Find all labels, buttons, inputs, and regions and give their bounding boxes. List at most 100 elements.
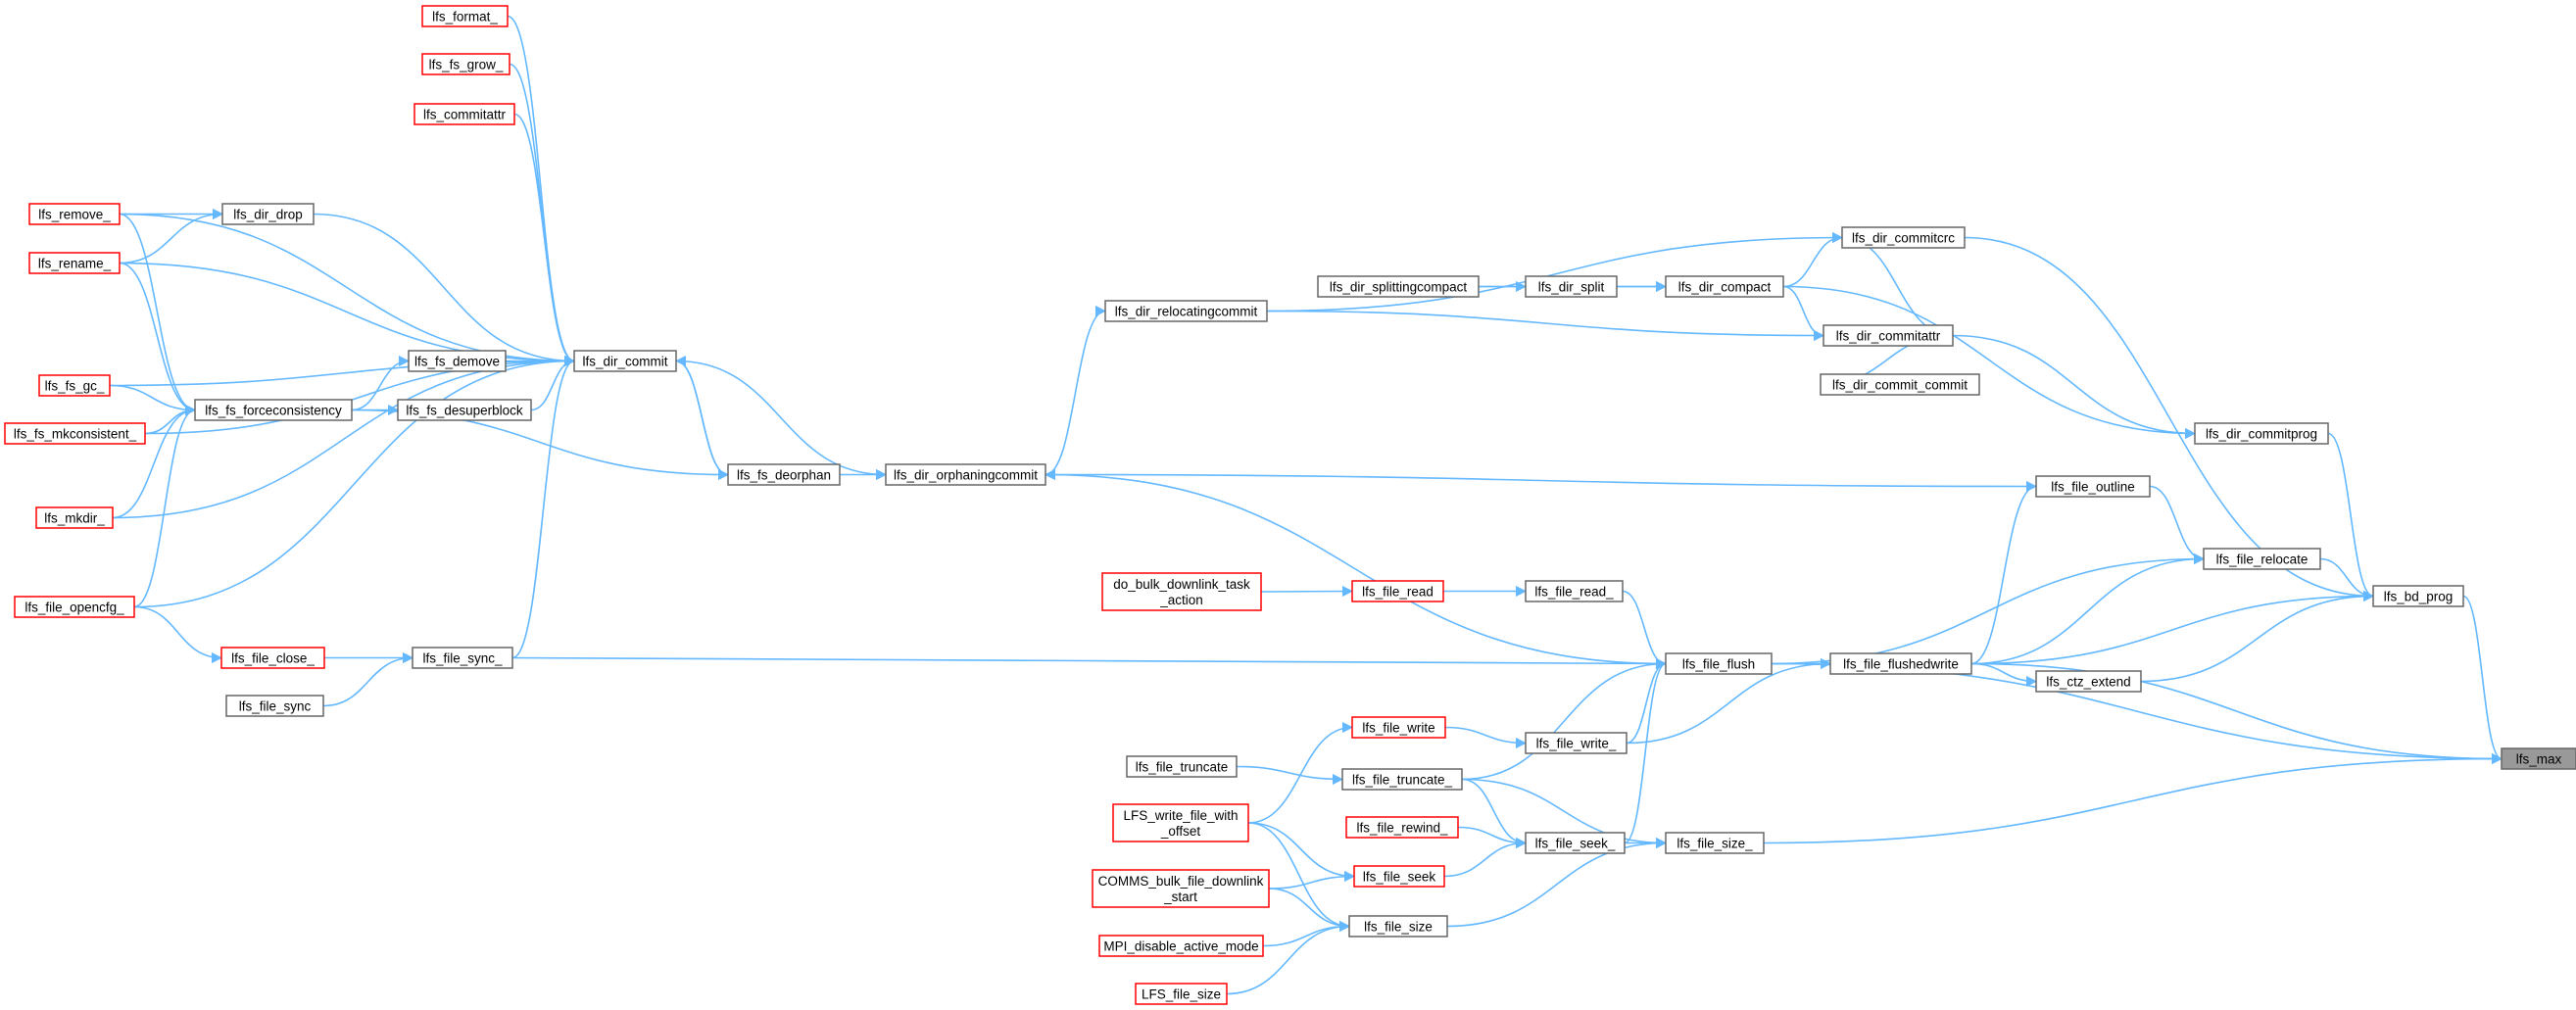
node-lfs_file_sync_[interactable]: lfs_file_sync_	[412, 647, 513, 669]
node-box[interactable]	[413, 103, 515, 125]
node-box[interactable]	[1665, 652, 1773, 675]
node-COMMS_bulk_file_downlink_start[interactable]: COMMS_bulk_file_downlink_start	[1092, 869, 1270, 908]
node-box[interactable]	[14, 596, 135, 618]
node-box[interactable]	[1126, 755, 1238, 778]
node-box[interactable]	[38, 374, 111, 397]
node-lfs_dir_splittingcompact[interactable]: lfs_dir_splittingcompact	[1317, 275, 1480, 298]
node-lfs_dir_commit_commit[interactable]: lfs_dir_commit_commit	[1820, 373, 1980, 396]
node-box[interactable]	[1317, 275, 1480, 298]
node-lfs_file_seek_[interactable]: lfs_file_seek_	[1525, 832, 1626, 854]
node-lfs_fs_mkconsistent_[interactable]: lfs_fs_mkconsistent_	[4, 422, 146, 445]
node-lfs_dir_orphaningcommit[interactable]: lfs_dir_orphaningcommit	[885, 463, 1046, 486]
node-lfs_dir_commitprog[interactable]: lfs_dir_commitprog	[2194, 422, 2329, 445]
node-lfs_fs_forceconsistency[interactable]: lfs_fs_forceconsistency	[194, 399, 353, 421]
node-box[interactable]	[28, 203, 121, 225]
node-box[interactable]	[421, 53, 510, 75]
node-box[interactable]	[2035, 475, 2151, 498]
node-lfs_file_outline[interactable]: lfs_file_outline	[2035, 475, 2151, 498]
node-box[interactable]	[1348, 915, 1448, 938]
node-lfs_dir_drop[interactable]: lfs_dir_drop	[221, 203, 315, 225]
node-lfs_file_seek[interactable]: lfs_file_seek	[1353, 865, 1445, 888]
node-box[interactable]	[1351, 580, 1444, 602]
node-box[interactable]	[2203, 548, 2321, 570]
node-box[interactable]	[2194, 422, 2329, 445]
node-lfs_fs_gc_[interactable]: lfs_fs_gc_	[38, 374, 111, 397]
node-box[interactable]	[1104, 300, 1268, 322]
node-box[interactable]	[421, 5, 509, 27]
node-lfs_file_read[interactable]: lfs_file_read	[1351, 580, 1444, 602]
node-MPI_disable_active_mode[interactable]: MPI_disable_active_mode	[1098, 935, 1264, 957]
node-lfs_file_size[interactable]: lfs_file_size	[1348, 915, 1448, 938]
node-lfs_mkdir_[interactable]: lfs_mkdir_	[35, 506, 114, 529]
node-lfs_dir_compact[interactable]: lfs_dir_compact	[1665, 275, 1784, 298]
node-lfs_rename_[interactable]: lfs_rename_	[28, 252, 121, 274]
node-box[interactable]	[1098, 935, 1264, 957]
node-LFS_write_file_with_offset[interactable]: LFS_write_file_with_offset	[1112, 803, 1249, 842]
node-lfs_file_write[interactable]: lfs_file_write	[1351, 716, 1446, 739]
node-lfs_format_[interactable]: lfs_format_	[421, 5, 509, 27]
node-box[interactable]	[1841, 226, 1966, 249]
node-box[interactable]	[4, 422, 146, 445]
node-box[interactable]	[727, 463, 841, 486]
node-box[interactable]	[194, 399, 353, 421]
node-lfs_ctz_extend[interactable]: lfs_ctz_extend	[2035, 670, 2142, 693]
node-box[interactable]	[1820, 373, 1980, 396]
node-lfs_file_truncate[interactable]: lfs_file_truncate	[1126, 755, 1238, 778]
node-lfs_dir_relocatingcommit[interactable]: lfs_dir_relocatingcommit	[1104, 300, 1268, 322]
node-box[interactable]	[1351, 716, 1446, 739]
node-box[interactable]	[1112, 803, 1249, 842]
node-lfs_fs_desuperblock[interactable]: lfs_fs_desuperblock	[397, 399, 532, 421]
node-box[interactable]	[1525, 580, 1624, 602]
node-box[interactable]	[2372, 585, 2464, 607]
node-box[interactable]	[1525, 832, 1626, 854]
node-box[interactable]	[28, 252, 121, 274]
node-LFS_file_size[interactable]: LFS_file_size	[1135, 983, 1228, 1005]
node-box[interactable]	[397, 399, 532, 421]
node-lfs_fs_grow_[interactable]: lfs_fs_grow_	[421, 53, 510, 75]
node-box[interactable]	[225, 695, 324, 717]
node-box[interactable]	[1353, 865, 1445, 888]
node-box[interactable]	[1665, 275, 1784, 298]
node-lfs_remove_[interactable]: lfs_remove_	[28, 203, 121, 225]
node-box[interactable]	[1345, 816, 1459, 839]
node-box[interactable]	[412, 647, 513, 669]
node-lfs_dir_commit[interactable]: lfs_dir_commit	[573, 350, 677, 372]
node-box[interactable]	[2501, 747, 2576, 770]
node-lfs_file_truncate_[interactable]: lfs_file_truncate_	[1341, 768, 1463, 791]
node-do_bulk_downlink_task_action[interactable]: do_bulk_downlink_task_action	[1101, 572, 1262, 611]
node-lfs_dir_split[interactable]: lfs_dir_split	[1525, 275, 1618, 298]
node-box[interactable]	[885, 463, 1046, 486]
node-lfs_file_flush[interactable]: lfs_file_flush	[1665, 652, 1773, 675]
node-lfs_file_size_[interactable]: lfs_file_size_	[1665, 832, 1765, 854]
node-box[interactable]	[35, 506, 114, 529]
node-lfs_file_write_[interactable]: lfs_file_write_	[1525, 732, 1628, 754]
node-lfs_dir_commitcrc[interactable]: lfs_dir_commitcrc	[1841, 226, 1966, 249]
node-box[interactable]	[1341, 768, 1463, 791]
node-lfs_fs_demove[interactable]: lfs_fs_demove	[408, 350, 507, 372]
node-box[interactable]	[1101, 572, 1262, 611]
node-box[interactable]	[220, 647, 325, 669]
node-lfs_file_sync[interactable]: lfs_file_sync	[225, 695, 324, 717]
node-lfs_file_close_[interactable]: lfs_file_close_	[220, 647, 325, 669]
node-box[interactable]	[221, 203, 315, 225]
node-lfs_file_relocate[interactable]: lfs_file_relocate	[2203, 548, 2321, 570]
node-lfs_file_opencfg_[interactable]: lfs_file_opencfg_	[14, 596, 135, 618]
node-lfs_file_flushedwrite[interactable]: lfs_file_flushedwrite	[1829, 652, 1972, 675]
node-box[interactable]	[1823, 324, 1954, 347]
node-box[interactable]	[1525, 275, 1618, 298]
node-box[interactable]	[408, 350, 507, 372]
node-lfs_file_rewind_[interactable]: lfs_file_rewind_	[1345, 816, 1459, 839]
node-lfs_max[interactable]: lfs_max	[2501, 747, 2576, 770]
node-box[interactable]	[1525, 732, 1628, 754]
node-lfs_fs_deorphan[interactable]: lfs_fs_deorphan	[727, 463, 841, 486]
node-lfs_bd_prog[interactable]: lfs_bd_prog	[2372, 585, 2464, 607]
node-box[interactable]	[573, 350, 677, 372]
node-box[interactable]	[1829, 652, 1972, 675]
node-lfs_commitattr[interactable]: lfs_commitattr	[413, 103, 515, 125]
node-box[interactable]	[2035, 670, 2142, 693]
node-box[interactable]	[1092, 869, 1270, 908]
node-box[interactable]	[1665, 832, 1765, 854]
node-lfs_file_read_[interactable]: lfs_file_read_	[1525, 580, 1624, 602]
node-lfs_dir_commitattr[interactable]: lfs_dir_commitattr	[1823, 324, 1954, 347]
node-box[interactable]	[1135, 983, 1228, 1005]
